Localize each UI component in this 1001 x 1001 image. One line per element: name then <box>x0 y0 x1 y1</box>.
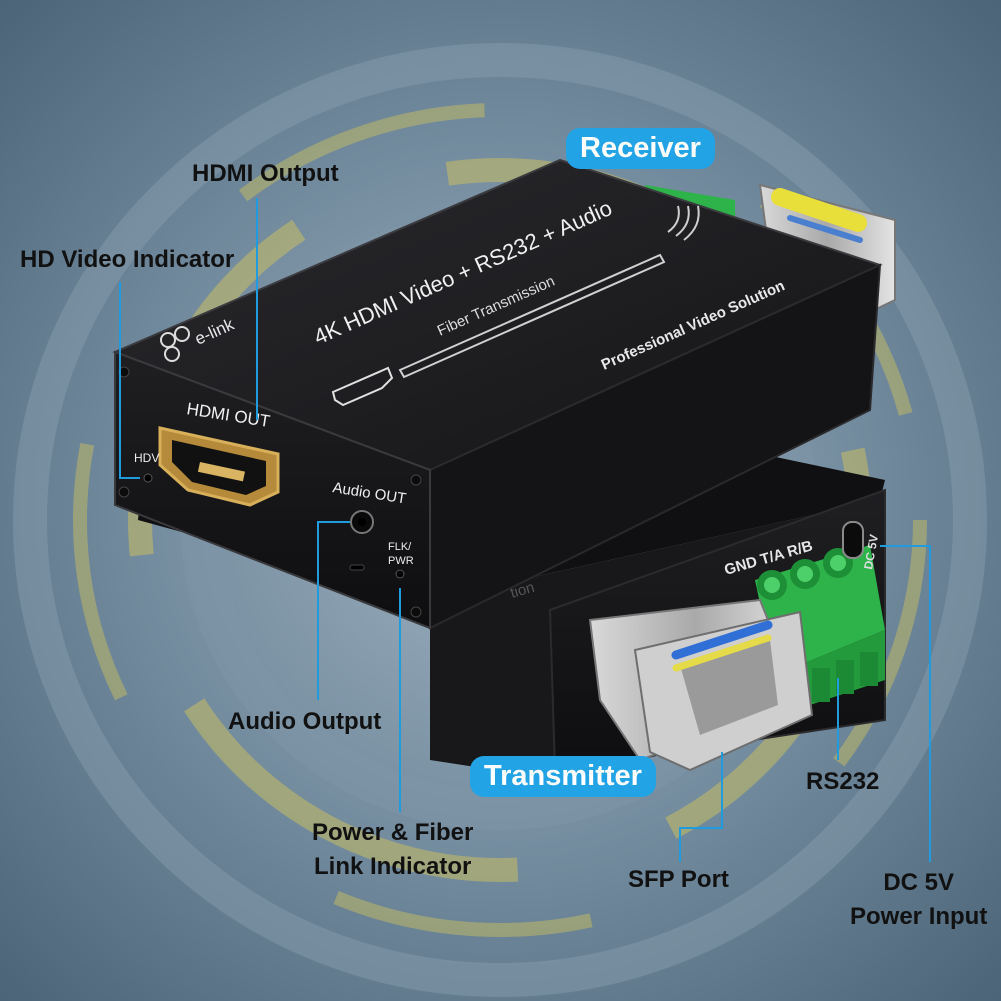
callout-sfp-port: SFP Port <box>628 866 729 893</box>
callout-hdmi-output: HDMI Output <box>192 160 339 187</box>
port-label-flk-1: FLK/ <box>388 541 412 553</box>
hdmi-port-icon <box>331 366 394 407</box>
hdv-led <box>143 473 153 483</box>
dc-jack-label: DC 5V <box>861 533 881 570</box>
port-label-hdv: HDV <box>134 451 159 465</box>
brand-logo-icon <box>160 326 190 362</box>
callout-power-fiber-line2: Link Indicator <box>314 853 472 880</box>
receiver-badge: Receiver <box>566 128 715 169</box>
callout-dc-power: DC 5V Power Input <box>850 866 987 934</box>
callout-power-fiber-line1: Power & Fiber <box>312 819 474 846</box>
leader-lines <box>119 198 931 862</box>
fiber-wave-icon <box>667 205 700 241</box>
port-label-flk-2: PWR <box>388 555 414 567</box>
callout-rs232: RS232 <box>806 768 880 795</box>
callout-dc-line1: DC 5V <box>883 869 955 896</box>
transmitter-badge: Transmitter <box>470 756 656 797</box>
callout-dc-line2: Power Input <box>850 903 988 930</box>
dc-jack <box>842 521 864 559</box>
callout-hd-video-indicator: HD Video Indicator <box>20 246 235 273</box>
callout-audio-output: Audio Output <box>228 708 382 735</box>
callout-power-fiber: Power & Fiber Link Indicator <box>312 816 473 884</box>
sfp-module-icon <box>588 598 814 772</box>
flk-pwr-led <box>395 569 405 579</box>
